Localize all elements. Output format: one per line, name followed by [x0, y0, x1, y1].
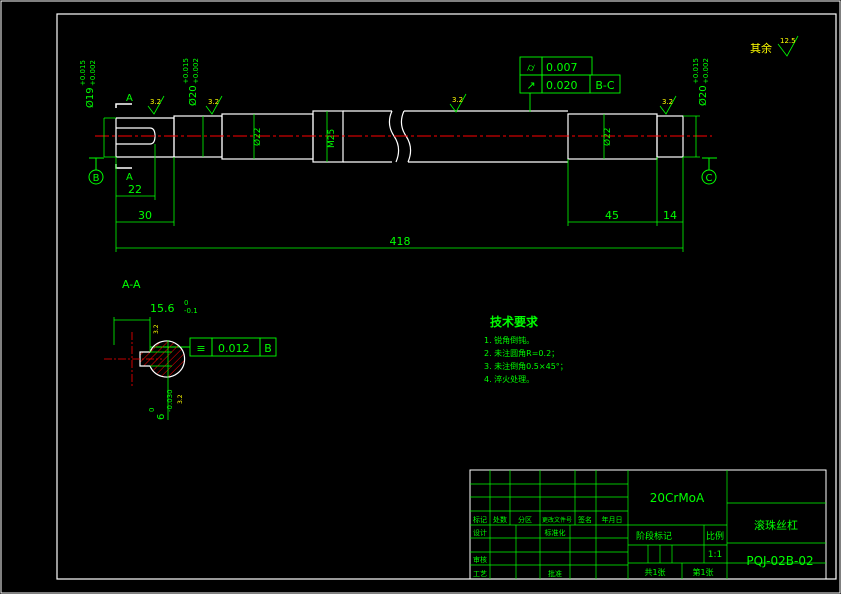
tb-scale: 1:1	[708, 550, 722, 560]
dim-len22: 22	[128, 183, 142, 196]
datum-c-symbol	[701, 157, 717, 185]
shaft-body-left-edges	[343, 110, 392, 163]
datum-c-label: C	[706, 173, 713, 184]
tb-standardize-label: 标准化	[545, 528, 566, 537]
tb-sheet-num: 第1张	[692, 567, 713, 577]
shaft-body-right-edges	[404, 110, 568, 163]
tb-header-change: 更改文件号	[542, 516, 572, 524]
inner-frame	[56, 13, 837, 580]
tb-material: 20CrMoA	[650, 491, 705, 505]
tb-header-count: 处数	[493, 515, 507, 524]
datum-b-label: B	[93, 173, 100, 184]
dim-dia19: Ø19	[84, 87, 96, 108]
gdt-symmetry-value: 0.012	[218, 342, 250, 355]
dim-keyway-width-upper: 0	[148, 408, 156, 412]
gdt-total-runout-symbol: ↗	[526, 79, 535, 92]
remaining-roughness-label: 其余	[750, 41, 772, 55]
tech-req-item-2: 2. 未注圆角R=0.2；	[484, 348, 559, 358]
section-view	[104, 332, 186, 388]
tb-header-zone: 分区	[518, 515, 532, 524]
tb-header-sign: 签名	[578, 515, 592, 524]
dim-dia19-tol-upper: +0.015	[79, 60, 87, 86]
dim-keyway-width-lower: -0.030	[166, 389, 174, 412]
dim-keyway-width: 6	[156, 414, 167, 420]
section-marker-top: A	[126, 93, 133, 104]
tb-stage-label: 阶段标记	[636, 530, 672, 542]
dim-m25: M25	[327, 129, 337, 148]
dim-dia22-left: Ø22	[252, 127, 263, 146]
dim-len30: 30	[138, 209, 152, 222]
roughness-marks	[147, 35, 799, 115]
tech-req-item-4: 4. 淬火处理。	[484, 374, 534, 384]
remaining-roughness-value: 12.5	[780, 37, 796, 45]
dim-dia20-right: Ø20	[697, 85, 709, 106]
dim-keyway-depth: 15.6	[150, 302, 175, 315]
section-dim-lines	[113, 317, 172, 420]
tb-design-label: 设计	[473, 528, 487, 537]
dim-dia20-right-tol-lower: +0.002	[702, 58, 710, 84]
tech-req-item-3: 3. 未注倒角0.5×45°；	[484, 361, 568, 371]
section-hatch	[139, 340, 186, 378]
dim-dia22-right: Ø22	[602, 127, 613, 146]
dim-len14: 14	[663, 209, 677, 222]
title-block-frame	[469, 469, 827, 580]
dim-dia19-tol-lower: +0.002	[89, 60, 97, 86]
tb-header-date: 年月日	[602, 515, 623, 524]
gdt-total-runout-value: 0.020	[546, 79, 578, 92]
dia-dim-lines	[103, 115, 700, 158]
dim-dia20-left-tol-lower: +0.002	[192, 58, 200, 84]
roughness-1: 3.2	[150, 98, 161, 106]
tech-req-title: 技术要求	[490, 314, 539, 329]
tb-approve-label: 批准	[548, 569, 562, 578]
gdt-total-runout-datum: B-C	[595, 79, 615, 92]
tb-sheet-total: 共1张	[644, 568, 665, 577]
tb-process-label: 工艺	[473, 570, 487, 578]
dim-keyway-depth-upper: 0	[184, 299, 188, 307]
tb-drawing-number: PQJ-02B-02	[746, 554, 813, 568]
shaft-end-left	[115, 117, 175, 158]
datum-b-symbol	[88, 157, 104, 185]
tb-header-mark: 标记	[473, 515, 487, 524]
dim-len418: 418	[390, 235, 411, 248]
tb-scale-label: 比例	[706, 530, 724, 542]
dim-dia20-left-tol-upper: +0.015	[182, 58, 190, 84]
roughness-3: 3.2	[452, 96, 463, 104]
section-roughness-2: 3.2	[177, 394, 184, 404]
gdt-symmetry-symbol: ≡	[196, 342, 205, 355]
gdt-symmetry-datum: B	[264, 342, 272, 355]
section-roughness-1: 3.2	[153, 324, 160, 334]
tech-req-item-1: 1. 锐角倒钝。	[484, 335, 534, 345]
dim-dia20-right-tol-upper: +0.015	[692, 58, 700, 84]
roughness-4: 3.2	[662, 98, 673, 106]
title-block-grid	[470, 470, 826, 579]
section-view-title: A-A	[122, 278, 141, 291]
length-dim-lines	[115, 144, 684, 252]
roughness-2: 3.2	[208, 98, 219, 106]
tb-review-label: 审核	[473, 555, 487, 564]
gdt-frames	[150, 56, 621, 357]
dim-len45: 45	[605, 209, 619, 222]
section-marker-bottom: A	[126, 172, 133, 183]
gdt-runout-value: 0.007	[546, 61, 578, 74]
dim-dia20-left: Ø20	[187, 85, 199, 106]
dim-keyway-depth-lower: -0.1	[184, 307, 198, 315]
gdt-runout-symbol: ⌭	[527, 61, 535, 74]
tb-part-name: 滚珠丝杠	[754, 518, 798, 532]
